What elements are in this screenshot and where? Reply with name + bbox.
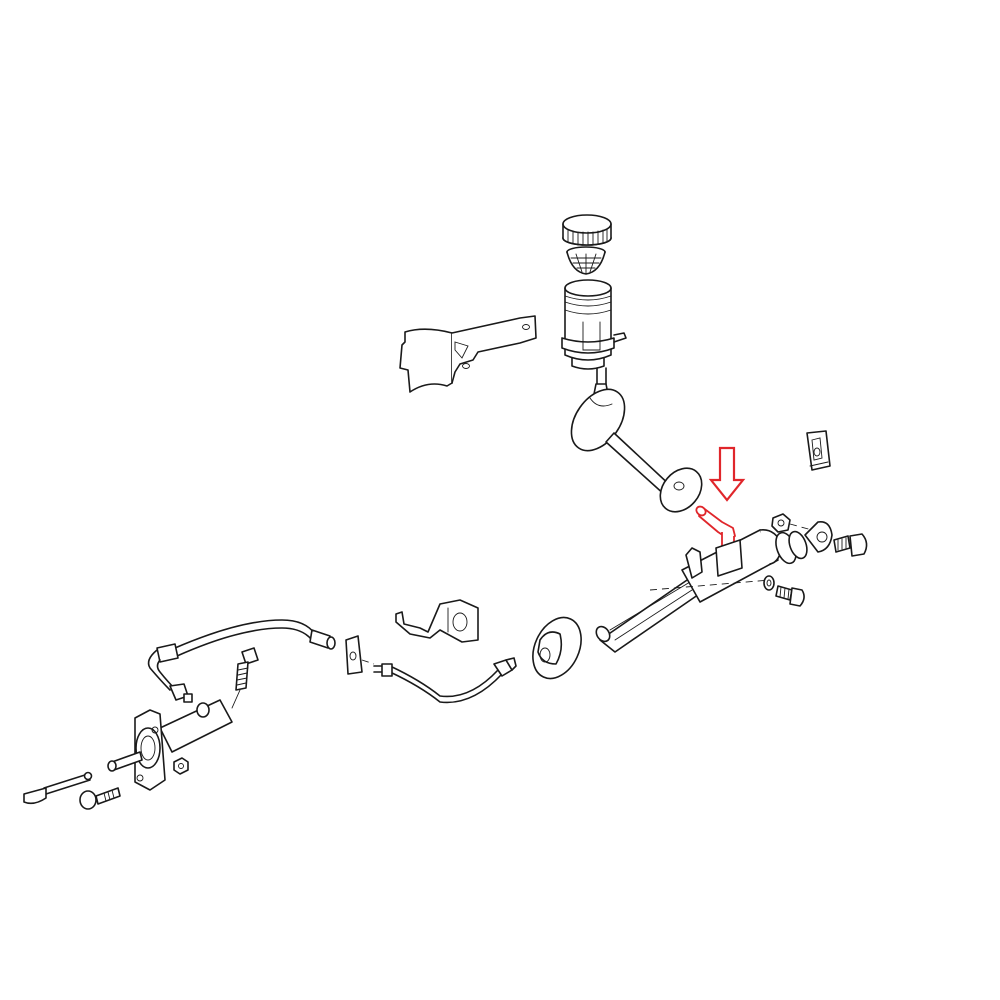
- slave-cylinder: [134, 699, 233, 791]
- rubber-boot: [532, 616, 582, 680]
- long-line: [147, 619, 336, 703]
- slave-pushrod: [23, 751, 143, 805]
- highlighted-hose[interactable]: [695, 505, 736, 549]
- highlight-arrow-icon: [708, 446, 746, 502]
- fluid-reservoir: [561, 279, 627, 385]
- slave-bolt: [79, 787, 121, 810]
- nut-upper: [771, 513, 813, 533]
- mount-bolt: [775, 585, 805, 607]
- feed-hose-with-grommets: [570, 383, 703, 513]
- reservoir-bracket: [399, 315, 537, 393]
- short-line: [373, 657, 517, 704]
- line-bracket: [395, 599, 479, 643]
- pushrod-clevis: [804, 520, 833, 553]
- clevis-bolt: [833, 533, 868, 557]
- bleeder-valve: [231, 647, 259, 709]
- reservoir-strainer: [566, 246, 606, 275]
- hose-clip: [345, 635, 375, 675]
- reservoir-cap: [562, 214, 612, 246]
- clip-nut: [806, 430, 831, 471]
- washer: [763, 575, 775, 591]
- master-cylinder: [595, 528, 808, 653]
- slave-nut: [173, 757, 189, 775]
